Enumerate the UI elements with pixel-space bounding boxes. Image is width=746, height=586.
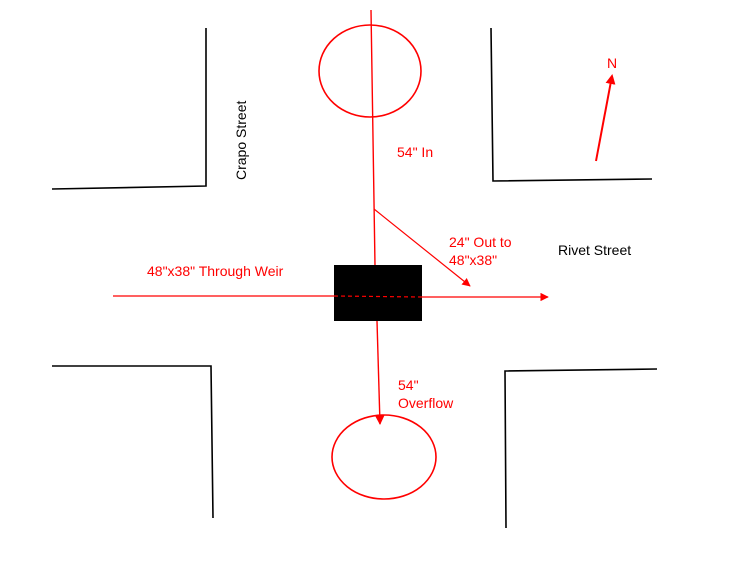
- curb-southwest: [52, 365, 214, 519]
- curb-southeast: [504, 368, 658, 529]
- pipe-24-out: [373, 208, 471, 287]
- pipe-54-in: [370, 9, 376, 267]
- label-overflow-line1: 54": [398, 377, 419, 393]
- label-24-out-line2: 48"x38": [449, 252, 497, 268]
- curb-northeast: [490, 27, 653, 182]
- manhole-south: [331, 414, 437, 500]
- crapo-street-label: Crapo Street: [233, 101, 249, 180]
- north-label: N: [607, 55, 617, 71]
- manhole-north: [318, 24, 422, 118]
- label-54-in: 54" In: [397, 144, 433, 160]
- north-arrow-icon: [595, 74, 616, 162]
- pipe-54-overflow: [374, 320, 385, 425]
- curb-northwest: [51, 28, 207, 190]
- rivet-street-label: Rivet Street: [558, 242, 631, 258]
- weir-structure: [334, 265, 422, 321]
- label-overflow-line2: Overflow: [398, 395, 454, 411]
- weir-dashed-line: [333, 295, 423, 298]
- label-24-out-line1: 24" Out to: [449, 234, 512, 250]
- label-through-weir: 48"x38" Through Weir: [147, 263, 284, 279]
